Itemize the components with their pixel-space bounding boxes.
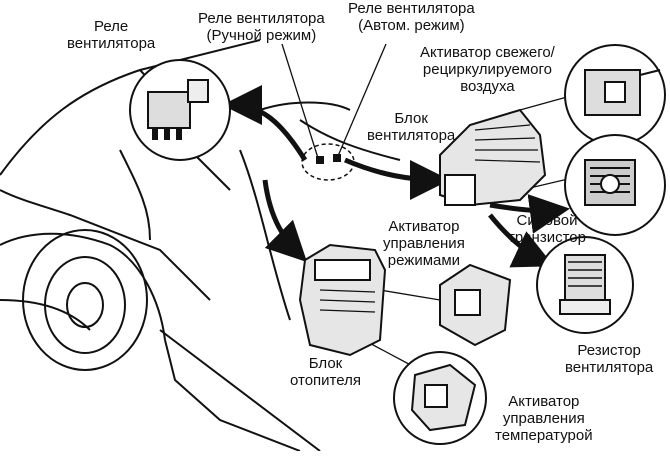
fan-unit-drawing [439,108,547,207]
label-relay-auto: Реле вентилятора(Автом. режим) [348,0,475,34]
wheel-icon [22,229,148,371]
power-transistor-detail [564,134,666,236]
relay-detail [129,59,231,161]
fan-resistor-detail [536,236,634,334]
heater-unit-drawing [298,243,387,357]
mode-actuator-drawing [439,263,512,347]
temp-actuator-drawing [393,351,487,445]
pointer-arrows [222,85,570,268]
label-relay-manual: Реле вентилятора(Ручной режим) [198,10,325,44]
fresh-air-actuator-detail [564,44,666,146]
